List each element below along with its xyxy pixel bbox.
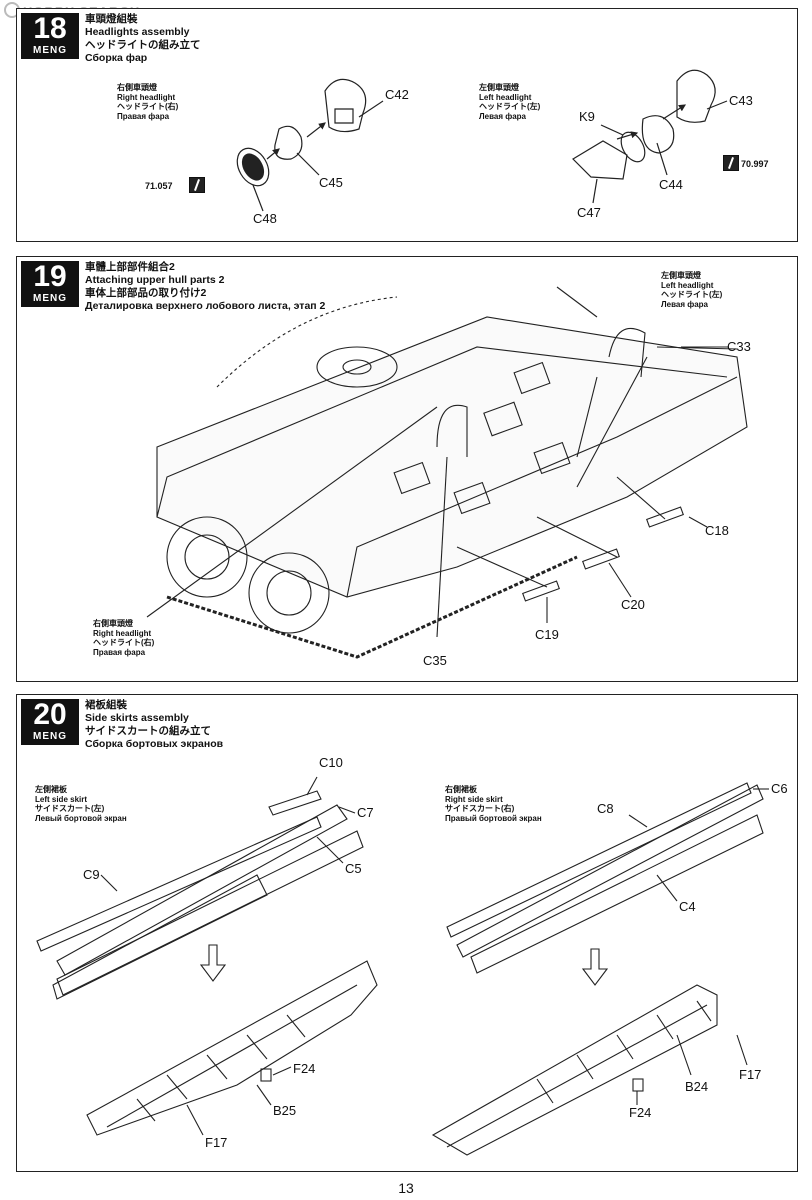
- c48-lens-ring: [236, 147, 270, 187]
- step-20-panel: 20 MENG 裙板組裝 Side skirts assembly サイドスカー…: [16, 694, 798, 1172]
- c42-housing: [324, 78, 367, 133]
- c9-strip: [36, 816, 322, 952]
- left-skirt-lower: [52, 874, 268, 1000]
- step-titles: 車頭燈組裝 Headlights assembly ヘッドライトの組み立て Сб…: [85, 13, 201, 65]
- brand-logo: MENG: [33, 45, 67, 56]
- title-jp: ヘッドライトの組み立て: [85, 39, 201, 51]
- arrow-down-icon: [581, 948, 609, 986]
- step-badge: 19 MENG: [21, 261, 79, 307]
- page-number: 13: [398, 1180, 414, 1196]
- part-c48: C48: [253, 211, 277, 226]
- c43-housing: [676, 69, 716, 123]
- hull-upper: [156, 316, 748, 598]
- part-c10: C10: [319, 755, 343, 770]
- title-en: Side skirts assembly: [85, 712, 189, 724]
- title-en: Attaching upper hull parts 2: [85, 274, 225, 286]
- c44-reflector: [641, 115, 675, 154]
- part-c7: C7: [357, 805, 374, 820]
- c6-strip: [456, 784, 764, 958]
- title-ru: Деталировка верхнего лобового листа, эта…: [85, 300, 326, 312]
- c20-bracket: [582, 548, 620, 570]
- part-f17: F17: [205, 1135, 228, 1150]
- c8-strip: [446, 782, 752, 938]
- k9-lens: [620, 131, 646, 163]
- step-titles: 裙板組裝 Side skirts assembly サイドスカートの組み立て С…: [85, 699, 223, 751]
- paint-brush-icon: [189, 177, 205, 193]
- step-number: 18: [33, 12, 67, 45]
- paint-brush-icon: [723, 155, 739, 171]
- title-ru: Сборка бортовых экранов: [85, 738, 224, 750]
- step-titles: 車體上部部件組合2 Attaching upper hull parts 2 車…: [85, 261, 325, 313]
- c48-lens-inner: [241, 153, 265, 181]
- title-ru: Сборка фар: [85, 52, 148, 64]
- title-cn: 裙板組裝: [85, 699, 127, 711]
- part-c42: C42: [385, 87, 409, 102]
- headlight-guard-left: [608, 327, 646, 378]
- track: [166, 555, 578, 659]
- step-badge: 20 MENG: [21, 699, 79, 745]
- c18-bracket: [646, 506, 684, 528]
- part-c44: C44: [659, 177, 683, 192]
- step-number: 20: [33, 698, 67, 731]
- part-f24: F24: [293, 1061, 316, 1076]
- title-jp: 車体上部部品の取り付け2: [85, 287, 207, 299]
- part-c19: C19: [535, 627, 559, 642]
- step-18-panel: 18 MENG 車頭燈組裝 Headlights assembly ヘッドライト…: [16, 8, 798, 242]
- title-cn: 車體上部部件組合2: [85, 261, 175, 273]
- part-f17: F17: [739, 1067, 762, 1082]
- part-c6: C6: [771, 781, 788, 796]
- part-c20: C20: [621, 597, 645, 612]
- arrow-down-icon: [199, 944, 227, 982]
- c4-strip: [470, 814, 764, 974]
- paint-70997: 70.997: [741, 159, 769, 169]
- title-jp: サイドスカートの組み立て: [85, 725, 211, 737]
- c7-strip: [56, 804, 348, 976]
- road-wheel: [166, 516, 248, 598]
- step-18-diagram: [236, 69, 728, 212]
- step-19-panel: 19 MENG 車體上部部件組合2 Attaching upper hull p…: [16, 256, 798, 682]
- step-19-diagram: [146, 286, 748, 659]
- part-c47: C47: [577, 205, 601, 220]
- headlight-guard-right: [436, 404, 468, 457]
- right-skirt-assembled: [431, 984, 718, 1156]
- c19-bracket: [522, 580, 560, 602]
- part-c35: C35: [423, 653, 447, 668]
- c10-strip: [268, 790, 322, 816]
- step-number: 19: [33, 260, 67, 293]
- left-skirt-assembled: [86, 960, 378, 1136]
- title-en: Headlights assembly: [85, 26, 190, 38]
- f24-clip: [260, 1068, 272, 1082]
- part-c43: C43: [729, 93, 753, 108]
- c5-strip: [56, 830, 364, 996]
- road-wheel: [248, 552, 330, 634]
- part-c4: C4: [679, 899, 696, 914]
- part-f24: F24: [629, 1105, 652, 1120]
- part-c33: C33: [727, 339, 751, 354]
- paint-71057: 71.057: [145, 181, 173, 191]
- step-20-diagram: [36, 776, 769, 1156]
- c47-mount: [572, 140, 628, 180]
- part-c18: C18: [705, 523, 729, 538]
- step-badge: 18 MENG: [21, 13, 79, 59]
- part-c45: C45: [319, 175, 343, 190]
- part-c9: C9: [83, 867, 100, 882]
- f24-clip: [632, 1078, 644, 1092]
- title-cn: 車頭燈組裝: [85, 13, 138, 25]
- part-c8: C8: [597, 801, 614, 816]
- brand-logo: MENG: [33, 293, 67, 304]
- part-k9: K9: [579, 109, 595, 124]
- part-b25: B25: [273, 1103, 297, 1118]
- part-b24: B24: [685, 1079, 709, 1094]
- brand-logo: MENG: [33, 731, 67, 742]
- part-c5: C5: [345, 861, 362, 876]
